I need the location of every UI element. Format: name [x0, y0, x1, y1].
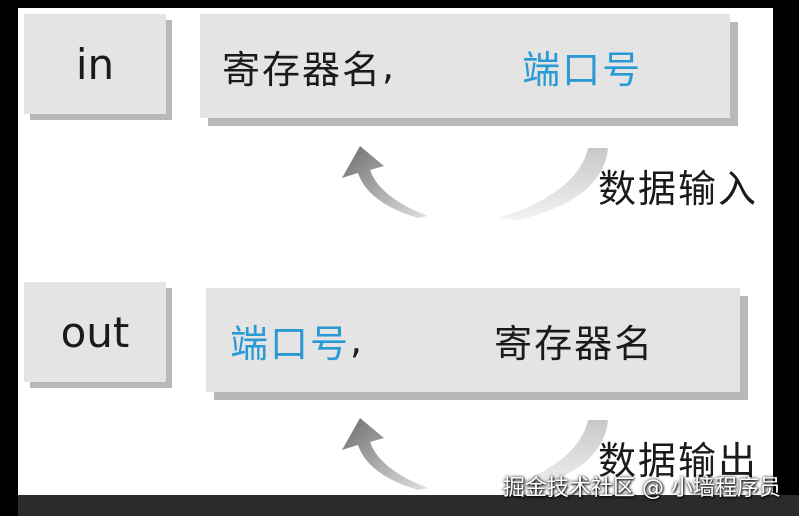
out-arrow-tail [498, 420, 608, 492]
out-caption: 数据输出 [598, 439, 759, 483]
out-instruction-label: out [60, 307, 130, 357]
watermark-text: 掘金技术社区 @ 小墙程序员 [503, 476, 781, 501]
in-arrow-tail [498, 148, 608, 220]
out-register-text: 寄存器名 [494, 321, 655, 366]
in-caption: 数据输入 [598, 167, 759, 211]
bottom-strip [18, 495, 799, 516]
in-operands-box: 寄存器名 , 端口号 [200, 14, 730, 118]
out-comma: , [350, 318, 363, 362]
out-operands-box: 端口号 , 寄存器名 [206, 288, 740, 392]
in-instruction-label: in [75, 39, 115, 89]
in-register-text: 寄存器名 [222, 47, 383, 92]
flow-arrows [342, 146, 608, 492]
in-comma: , [382, 44, 395, 88]
out-port-text: 端口号 [230, 321, 351, 366]
in-arrow [342, 146, 608, 220]
diagram-canvas: in 寄存器名 , 端口号 数据输入 out 端口号 , 寄存器名 数据输出 [18, 8, 773, 516]
in-instruction-box: in [24, 14, 166, 114]
out-instruction-box: out [24, 282, 166, 382]
out-arrow [342, 418, 608, 492]
in-arrow-head [342, 146, 428, 218]
in-port-text: 端口号 [522, 47, 643, 92]
out-arrow-head [342, 418, 428, 490]
